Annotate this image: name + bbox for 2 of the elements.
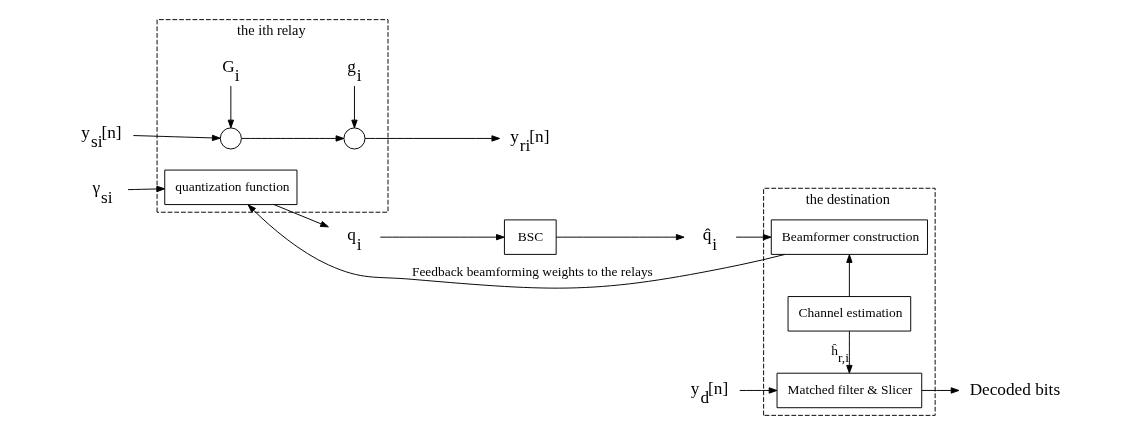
node-text: Decoded bits bbox=[969, 379, 1061, 399]
edge-label: Feedback beamforming weights to the relays bbox=[411, 263, 653, 279]
